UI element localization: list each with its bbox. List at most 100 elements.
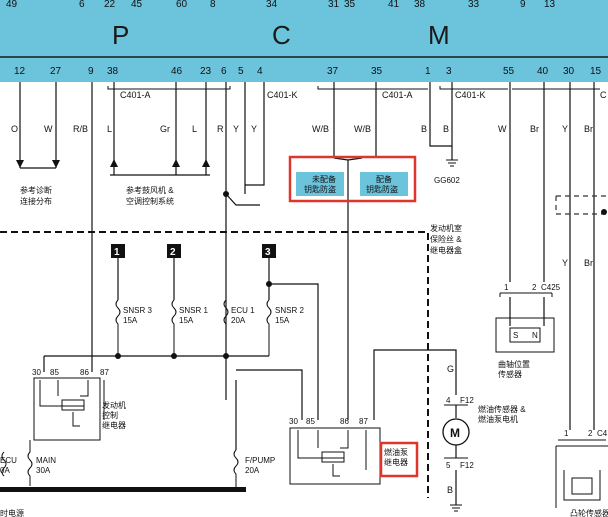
cam-connector: C4 [597, 429, 608, 438]
top-number: 31 [328, 0, 340, 10]
diag-ref-line1: 参考诊断 [20, 185, 52, 195]
fuse-rating: 15A [179, 316, 194, 325]
pcm-pin-numbers: 12 27 9 38 46 23 6 5 4 37 35 1 3 55 40 3… [14, 66, 602, 77]
fuel-pump-line2: 燃油泵电机 [478, 414, 518, 424]
pcm-pin: 12 [14, 66, 26, 77]
cam-pin2: 2 [588, 429, 593, 438]
pcm-pin: 35 [371, 66, 383, 77]
cam-pin1: 1 [564, 429, 569, 438]
connector-label: C401-A [382, 90, 413, 100]
immobilizer-highlight [288, 155, 417, 203]
top-number: 8 [210, 0, 216, 10]
pcm-pin: 30 [563, 66, 575, 77]
diag-ref-line2: 连接分布 [20, 196, 52, 206]
relay-pin: 30 [289, 417, 298, 426]
top-number: 38 [414, 0, 426, 10]
wire-color-labels: O W R/B L Gr L R Y Y W/B W/B B B W Br Y … [11, 124, 593, 268]
wire-color: Y [562, 258, 568, 268]
fuse-number: 2 [170, 247, 176, 258]
wire-color: Gr [160, 124, 170, 134]
fuse-number: 3 [265, 247, 271, 258]
ecu-fuse-partial-rating: 0A [0, 466, 10, 475]
fuel-pump-motor-label: M [450, 426, 460, 440]
immobilizer-left-line2: 钥匙防盗 [304, 184, 336, 194]
fuse-rating: 15A [275, 316, 290, 325]
fuse-rating: 15A [123, 316, 138, 325]
relay-pin: 85 [50, 368, 59, 377]
relay-pin: 87 [100, 368, 109, 377]
fuse-rating: 20A [231, 316, 246, 325]
pcm-pin: 23 [200, 66, 212, 77]
pcm-letter-c: C [272, 20, 291, 50]
relay-left-pins: 30 85 86 87 [32, 368, 109, 377]
wire-color: Br [530, 124, 539, 134]
crank-line1: 曲轴位置 [498, 359, 530, 369]
wire-color: W/B [312, 124, 329, 134]
fuel-pump-pin-top: 4 [446, 396, 451, 405]
immobilizer-right-line2: 钥匙防盗 [366, 184, 398, 194]
fuse-rating: 20A [245, 466, 260, 475]
ground-label: GG602 [434, 176, 460, 185]
banner-top-numbers: 49 6 22 45 60 8 34 31 35 41 38 33 9 13 [6, 0, 556, 10]
top-number: 45 [131, 0, 143, 10]
crank-n-pole: N [532, 331, 538, 340]
top-number: 60 [176, 0, 188, 10]
pcm-pin: 6 [221, 66, 227, 77]
relay-pin: 30 [32, 368, 41, 377]
engine-box-line2: 保险丝 & [430, 234, 462, 244]
crank-pin2: 2 [532, 283, 537, 292]
fuse-name: F/PUMP [245, 456, 275, 465]
pcm-pin: 37 [327, 66, 339, 77]
immobilizer-label-left [296, 172, 344, 196]
connector-label: C401-K [455, 90, 486, 100]
crank-line2: 传感器 [498, 369, 522, 379]
fuse-name: SNSR 2 [275, 306, 304, 315]
relay-right-line1: 燃油泵 [384, 447, 408, 457]
relay-pin: 87 [359, 417, 368, 426]
pcm-letter-p: P [112, 20, 129, 50]
pcm-pin: 27 [50, 66, 62, 77]
pcm-pin: 55 [503, 66, 515, 77]
pcm-pin: 9 [88, 66, 94, 77]
wire-color: Y [233, 124, 239, 134]
top-number: 6 [79, 0, 85, 10]
pcm-banner [0, 0, 608, 82]
wire-color: W/B [354, 124, 371, 134]
wire-color: Br [584, 258, 593, 268]
wire-color: L [107, 124, 112, 134]
pcm-pin: 46 [171, 66, 183, 77]
crank-pin1: 1 [504, 283, 509, 292]
fuse-rating: 30A [36, 466, 51, 475]
top-number: 34 [266, 0, 278, 10]
cam-sensor-label: 凸轮传感器 [570, 508, 608, 517]
top-number: 22 [104, 0, 116, 10]
wire-color: R/B [73, 124, 88, 134]
wire-color: W [498, 124, 507, 134]
fuse-name: MAIN [36, 456, 56, 465]
immobilizer-left-line1: 未配备 [312, 174, 336, 184]
fuel-pump-wire-top: G [447, 364, 454, 374]
connector-label: C401-K [267, 90, 298, 100]
crank-s-pole: S [513, 331, 518, 340]
fuel-pump-pin-bottom: 5 [446, 461, 451, 470]
pcm-pin: 40 [537, 66, 549, 77]
fuse-name: SNSR 1 [179, 306, 208, 315]
engine-box-line1: 发动机室 [430, 223, 462, 233]
wire-color: L [192, 124, 197, 134]
fuse-number: 1 [114, 247, 120, 258]
fuel-pump-wire-bottom: B [447, 485, 453, 495]
pcm-pin: 15 [590, 66, 602, 77]
wire-color: B [443, 124, 449, 134]
hvac-ref-line1: 参考鼓风机 & [126, 185, 174, 195]
bottom-left-text: 时电源 [0, 508, 24, 517]
top-number: 9 [520, 0, 526, 10]
connector-labels: C401-A C401-K C401-A C401-K C [120, 90, 607, 100]
relay-right-pins: 30 85 86 87 [289, 417, 368, 426]
wire-color: Y [562, 124, 568, 134]
engine-box-line3: 继电器盒 [430, 245, 462, 255]
wire-color: B [421, 124, 427, 134]
fuse-name: SNSR 3 [123, 306, 152, 315]
relay-pin: 85 [306, 417, 315, 426]
relay-left-line2: 控制 [102, 410, 118, 420]
